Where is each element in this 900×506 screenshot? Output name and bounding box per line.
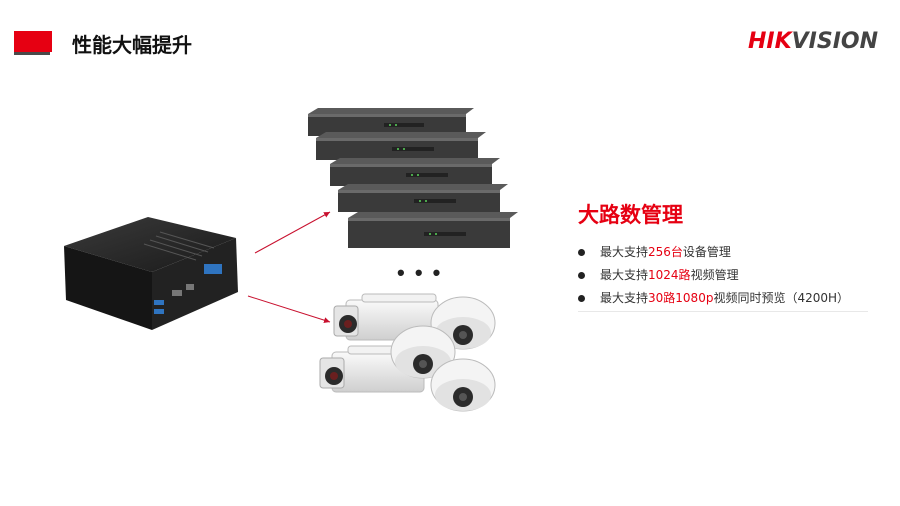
title-marker bbox=[14, 31, 52, 52]
feature-item: 最大支持256台设备管理 bbox=[578, 241, 849, 264]
bullet-icon bbox=[578, 295, 585, 302]
dome-camera bbox=[430, 358, 496, 412]
feature-item-suffix: 视频管理 bbox=[690, 268, 739, 282]
logo-vision-text: VISION bbox=[791, 29, 878, 54]
nvr-unit bbox=[330, 158, 500, 186]
feature-title: 大路数管理 bbox=[578, 203, 683, 227]
slide-title: 性能大幅提升 bbox=[72, 33, 192, 57]
feature-item-highlight: 30路1080p bbox=[648, 291, 714, 305]
nvr-stack bbox=[308, 108, 518, 248]
feature-item-highlight: 1024路 bbox=[648, 268, 691, 282]
feature-item: 最大支持1024路视频管理 bbox=[578, 264, 849, 287]
camera-group bbox=[319, 293, 496, 412]
bullet-icon bbox=[578, 249, 585, 256]
feature-divider bbox=[578, 311, 868, 312]
feature-item-prefix: 最大支持 bbox=[600, 268, 649, 282]
nvr-unit bbox=[348, 212, 518, 248]
feature-item-prefix: 最大支持 bbox=[600, 245, 649, 259]
nvr-unit bbox=[338, 184, 508, 212]
feature-item: 最大支持30路1080p视频同时预览（4200H） bbox=[578, 287, 849, 310]
dome-camera bbox=[390, 325, 456, 379]
dome-camera bbox=[430, 296, 496, 350]
connection-arrows bbox=[247, 211, 331, 324]
nvr-unit bbox=[308, 108, 474, 136]
feature-item-suffix: 视频同时预览（4200H） bbox=[713, 291, 850, 305]
feature-item-suffix: 设备管理 bbox=[682, 245, 731, 259]
feature-list: 最大支持256台设备管理 最大支持1024路视频管理 最大支持30路1080p视… bbox=[578, 241, 849, 310]
logo-hik-text: HIK bbox=[747, 29, 792, 54]
bullet-icon bbox=[578, 272, 585, 279]
feature-item-prefix: 最大支持 bbox=[600, 291, 649, 305]
feature-card: 大路数管理 最大支持256台设备管理 最大支持1024路视频管理 最大支持30路… bbox=[560, 195, 870, 315]
mini-pc-server bbox=[64, 217, 238, 330]
nvr-unit bbox=[316, 132, 486, 160]
hikvision-logo: HIKVISION bbox=[748, 28, 878, 56]
feature-item-highlight: 256台 bbox=[648, 245, 683, 259]
arrow-to-cameras bbox=[247, 295, 331, 324]
arrow-to-nvr bbox=[254, 211, 331, 254]
more-devices-ellipsis: • • • bbox=[397, 260, 443, 285]
